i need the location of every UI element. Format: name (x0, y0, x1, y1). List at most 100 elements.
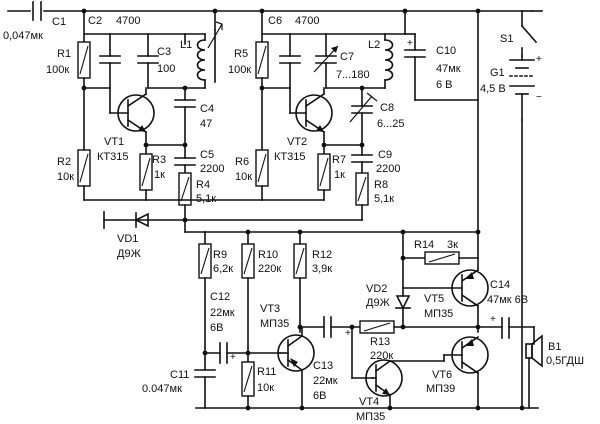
resistor-r10 (241, 243, 255, 279)
resistor-r11 (241, 361, 255, 397)
g1-plus: + (536, 54, 542, 65)
c9-value: 2200 (376, 163, 400, 175)
capacitor-c12 (219, 342, 228, 364)
resistor-r13 (359, 320, 395, 334)
c10-voltage: 6 В (436, 79, 453, 91)
c3-value: 100 (157, 63, 175, 75)
vd2-ref: VD2 (366, 283, 387, 295)
s1-ref: S1 (500, 33, 513, 45)
c1-ref: C1 (52, 16, 66, 28)
vt5-ref: VT5 (424, 293, 444, 305)
transistor-vt3 (277, 334, 315, 372)
c13-value: 22мк (313, 375, 338, 387)
resistor-r3 (139, 153, 153, 191)
c4-ref: C4 (200, 103, 214, 115)
c14-value: 47мк 6В (487, 294, 528, 306)
vt3-value: МП35 (260, 318, 289, 330)
inductor-l2 (384, 39, 394, 81)
c13-plus: + (345, 328, 351, 339)
capacitor-c11 (194, 369, 216, 378)
c5-ref: C5 (200, 149, 214, 161)
transistor-vt5 (402, 268, 489, 308)
capacitor-c2 (99, 55, 121, 64)
c2-ref: C2 (88, 15, 102, 27)
r14-value: 3к (447, 239, 458, 251)
r2-ref: R2 (57, 156, 71, 168)
r7-value: 1к (334, 169, 345, 181)
r11-value: 10к (257, 382, 274, 394)
r10-ref: R10 (258, 249, 278, 261)
vt6-value: МП39 (426, 383, 455, 395)
capacitor-c3 (137, 55, 159, 64)
c3-ref: C3 (157, 46, 171, 58)
r9-value: 6,2к (213, 263, 233, 275)
g1-minus: − (536, 92, 542, 103)
c13-voltage: 6В (313, 390, 326, 402)
vt2-value: КТ315 (274, 151, 305, 163)
c8-value: 6...25 (377, 118, 405, 130)
r11-ref: R11 (257, 366, 276, 378)
vt4-ref: VT4 (359, 396, 379, 408)
r1-value: 100к (46, 64, 69, 76)
transistor-vt1 (109, 92, 155, 134)
resistor-r6 (255, 149, 269, 187)
g1-ref: G1 (490, 67, 505, 79)
c12-voltage: 6В (210, 322, 223, 334)
r9-ref: R9 (213, 249, 227, 261)
r6-value: 10к (235, 171, 252, 183)
c4-value: 47 (200, 118, 212, 130)
vd1-value: Д9Ж (117, 248, 141, 260)
trimmer-capacitor-c8 (349, 92, 378, 123)
r6-ref: R6 (235, 156, 249, 168)
c7-value: 7...180 (336, 69, 370, 81)
vt2-ref: VT2 (287, 136, 307, 148)
vt4-value: МП35 (356, 411, 385, 423)
transistor-vt6 (443, 335, 489, 375)
c6-value: 4700 (295, 15, 319, 27)
c10-ref: C10 (436, 45, 456, 57)
r4-value: 5,1к (196, 193, 216, 205)
c8-ref: C8 (380, 102, 394, 114)
resistor-r1 (77, 41, 91, 79)
c14-plus: + (490, 314, 496, 325)
c6-ref: C6 (268, 15, 282, 27)
c14-ref: C14 (490, 279, 510, 291)
inductor-l1 (196, 21, 223, 83)
r5-value: 100к (228, 64, 251, 76)
r4-ref: R4 (196, 179, 210, 191)
r7-ref: R7 (332, 154, 346, 166)
r3-ref: R3 (152, 154, 166, 166)
resistor-r2 (77, 149, 91, 187)
c13-ref: C13 (313, 360, 333, 372)
switch-s1 (520, 10, 543, 57)
c12-value: 22мк (210, 307, 235, 319)
capacitor-c9 (351, 154, 373, 163)
transistor-vt2 (289, 92, 333, 134)
vt1-ref: VT1 (104, 136, 124, 148)
capacitor-c6 (279, 55, 301, 64)
vd1-ref: VD1 (117, 233, 138, 245)
capacitor-c4 (174, 99, 196, 108)
c10-value: 47мк (436, 63, 461, 75)
capacitor-c13 (323, 316, 332, 338)
vt6-ref: VT6 (432, 369, 452, 381)
r8-ref: R8 (374, 179, 388, 191)
c12-plus: + (230, 352, 236, 363)
battery-g1 (509, 55, 535, 121)
resistor-r9 (198, 243, 212, 279)
c11-ref: C11 (170, 369, 189, 381)
c7-ref: C7 (340, 51, 354, 63)
r12-ref: R12 (312, 249, 332, 261)
r2-value: 10к (57, 171, 74, 183)
resistor-r14 (424, 251, 460, 265)
r13-value: 220к (370, 350, 393, 362)
c2-value: 4700 (116, 15, 140, 27)
vt5-value: МП35 (424, 308, 453, 320)
capacitor-c1 (32, 1, 42, 21)
resistor-r5 (255, 41, 269, 79)
l1-ref: L1 (180, 39, 192, 51)
diode-vd1 (134, 212, 149, 228)
r12-value: 3,9к (312, 263, 332, 275)
l2-ref: L2 (368, 39, 380, 51)
